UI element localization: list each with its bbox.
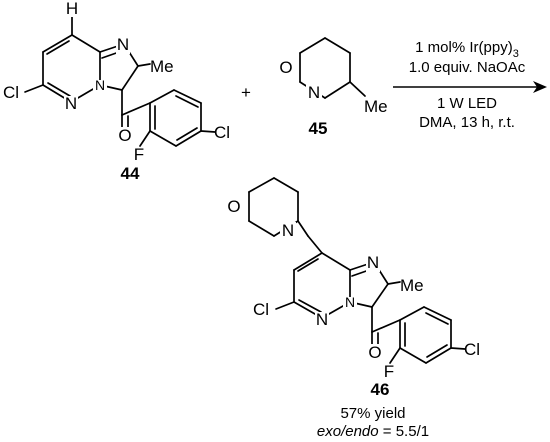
bond [121, 102, 151, 116]
plus-sign: + [241, 83, 251, 102]
bond [121, 65, 139, 91]
bond [297, 258, 319, 272]
bond [71, 34, 101, 53]
atom-label-h: H [66, 0, 78, 18]
reaction-conditions: 1 mol% Ir(ppy)3 1.0 equiv. NaOAc 1 W LED… [409, 39, 526, 131]
compound-number-44: 44 [121, 164, 140, 183]
bond [149, 89, 175, 104]
condition-light: 1 W LED [437, 95, 497, 112]
bond [273, 177, 299, 193]
atom-label-methyl: Me [150, 57, 174, 76]
bond [425, 312, 449, 325]
catalyst-text: 1 mol% Ir(ppy) [415, 39, 513, 56]
bond [307, 235, 323, 254]
bond [139, 130, 151, 147]
bond [24, 84, 44, 93]
atom-label-n: N [95, 77, 105, 93]
atom-label-n: N [367, 253, 379, 272]
bond [175, 95, 199, 108]
atom-label-n: N [282, 221, 294, 240]
atom-label-cl: Cl [253, 300, 269, 319]
compound-44-structure [24, 15, 216, 147]
bond [450, 347, 466, 350]
condition-base: 1.0 equiv. NaOAc [409, 59, 526, 76]
condition-solvent: DMA, 13 h, r.t. [419, 114, 515, 131]
bond [200, 130, 216, 133]
bond [173, 89, 202, 104]
bond [371, 319, 401, 333]
atom-label-o: O [368, 343, 381, 362]
atom-label-o: O [279, 58, 292, 77]
bond [175, 130, 202, 147]
compound-46-structure [248, 177, 466, 364]
bond [371, 283, 389, 308]
bond [387, 281, 401, 285]
bond [324, 81, 351, 99]
atom-label-n: N [308, 83, 320, 102]
bond [324, 37, 351, 54]
ratio-label: exo/endo [317, 423, 379, 440]
atom-label-cl: Cl [3, 83, 19, 102]
bond [248, 220, 275, 237]
yield-text: 57% yield [340, 405, 405, 422]
bond [298, 299, 322, 313]
reaction-arrow [393, 81, 547, 93]
bond [46, 40, 70, 55]
atom-label-methyl: Me [400, 276, 424, 295]
bond [42, 34, 73, 53]
bond [399, 347, 427, 364]
atom-label-f: F [134, 145, 144, 164]
bond [176, 127, 198, 141]
compound-44-labels: H N Me Cl N N O Cl F 44 [2, 0, 230, 183]
bond [425, 347, 452, 364]
bond [248, 177, 275, 193]
atom-label-o: O [118, 126, 131, 145]
compound-45-labels: O N Me 45 [277, 58, 388, 138]
bond [275, 301, 295, 310]
atom-label-o: O [227, 197, 240, 216]
bond [423, 306, 452, 321]
bond [297, 220, 309, 237]
bond [399, 306, 425, 321]
selectivity-ratio: exo/endo = 5.5/1 [317, 423, 429, 440]
bond [299, 37, 326, 54]
atom-label-f: F [384, 362, 394, 381]
atom-label-n: N [117, 35, 129, 54]
bond [389, 347, 401, 364]
atom-label-n: N [345, 294, 355, 310]
compound-number-46: 46 [371, 380, 390, 399]
bond [349, 81, 366, 97]
bond [293, 252, 323, 271]
bond [137, 63, 151, 67]
bond [47, 82, 71, 97]
atom-label-methyl: Me [364, 97, 388, 116]
atom-label-n: N [316, 310, 328, 329]
arrowhead [533, 81, 547, 93]
bond [321, 252, 351, 271]
condition-catalyst: 1 mol% Ir(ppy)3 [415, 39, 519, 60]
compound-number-45: 45 [309, 119, 328, 138]
catalyst-subscript: 3 [513, 48, 519, 60]
atom-label-cl: Cl [464, 340, 480, 359]
bond [426, 344, 448, 358]
ratio-value: = 5.5/1 [379, 423, 429, 440]
atom-label-n: N [65, 94, 77, 113]
atom-label-cl: Cl [214, 123, 230, 142]
bond [149, 130, 177, 147]
compound-46-labels: O N N Me Cl N N O Cl F 46 [225, 197, 480, 399]
